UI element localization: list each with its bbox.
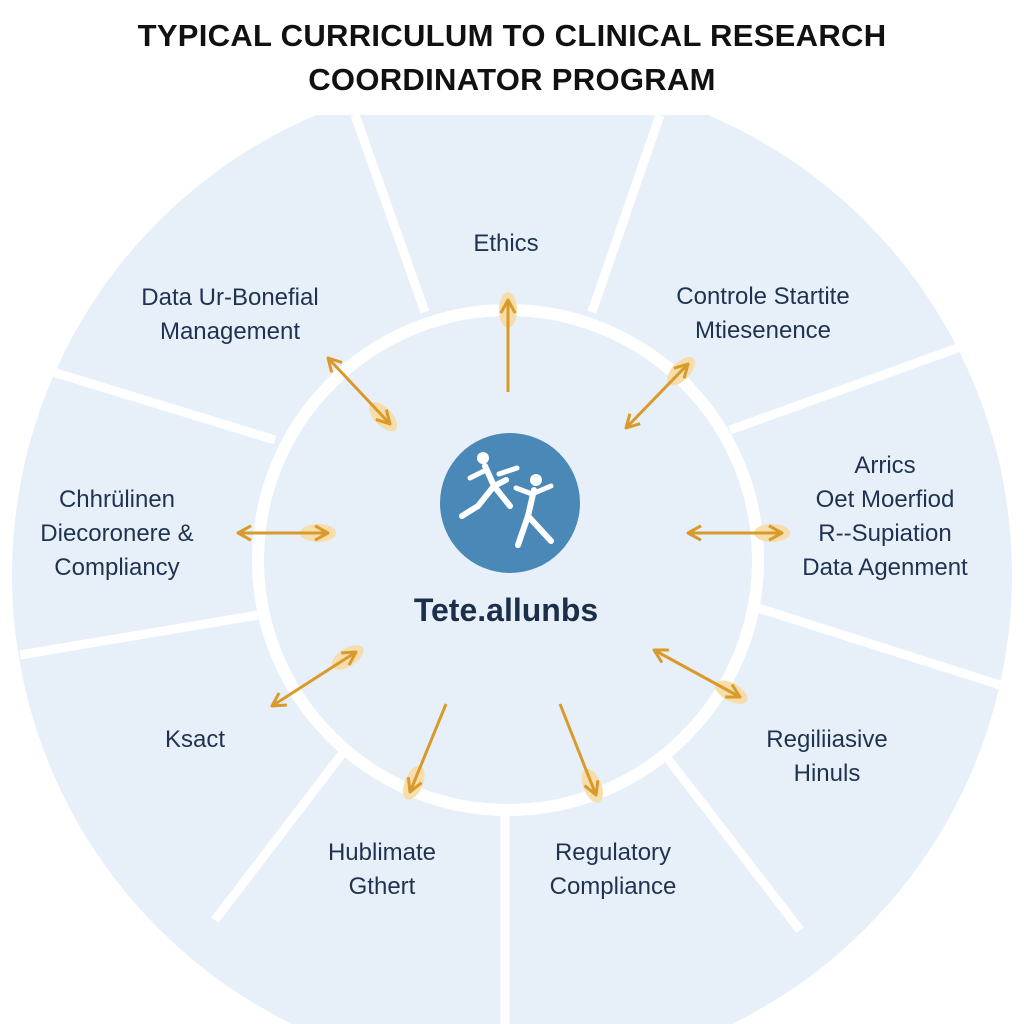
arrow-shaft — [326, 356, 392, 426]
segment-label-line: Chhrülinen — [59, 486, 175, 513]
segment-label-kract: Ksact — [165, 726, 225, 753]
arrow-head — [768, 524, 784, 542]
arrow-head — [375, 409, 392, 426]
arrow-head — [341, 650, 358, 666]
segment-divider — [28, 360, 277, 445]
connector-arrow — [326, 356, 398, 432]
arrow-shaft — [408, 703, 448, 793]
arrow-shaft — [653, 648, 741, 699]
segment-label-ethics: Ethics — [473, 230, 538, 257]
arrow-head — [673, 362, 690, 379]
segment-label-line: Regulatory — [555, 839, 671, 866]
segment-divider — [661, 752, 804, 933]
connector-arrow — [236, 524, 336, 542]
segment-label-line: Compliancy — [54, 554, 179, 581]
arrow-head — [499, 298, 517, 314]
connector-arrow — [624, 356, 696, 430]
people-icon — [459, 452, 554, 548]
arrow-head — [686, 524, 702, 542]
segment-label-line: Gthert — [349, 873, 416, 900]
segment-label-line: Compliance — [550, 873, 677, 900]
segment-divider — [211, 747, 349, 923]
arrow-head — [725, 683, 742, 699]
connector-arrow — [652, 648, 748, 704]
segment-divider — [19, 610, 259, 660]
segment-label-line: Hublimate — [328, 839, 436, 866]
connector-arrow — [270, 645, 364, 708]
segment-label-line: Ethics — [473, 230, 538, 257]
connector-arrow — [686, 524, 790, 542]
title-line-1: TYPICAL CURRICULUM TO CLINICAL RESEARCH — [137, 18, 887, 53]
segment-label-line: Oet Moerfiod — [816, 486, 955, 513]
connector-arrow — [499, 292, 517, 392]
arrow-head — [314, 524, 330, 542]
segment-label-line: R--Supiation — [818, 520, 951, 547]
title-line-2: COORDINATOR PROGRAM — [308, 62, 716, 97]
segment-divider — [587, 113, 665, 314]
arrow-head — [583, 780, 600, 797]
segment-label-line: Arrics — [854, 452, 915, 479]
segment-divider — [350, 113, 430, 314]
arrow-head — [624, 413, 641, 430]
segment-label-line: Data Ur-Bonefial — [141, 284, 318, 311]
segment-label-line: Regiliiasive — [766, 726, 887, 753]
segment-label-line: Ksact — [165, 726, 225, 753]
segment-divider — [728, 335, 982, 435]
segment-label-line: Mtiesenence — [695, 317, 831, 344]
arrow-shaft — [558, 703, 598, 796]
segment-divider — [756, 603, 1002, 690]
connector-arrow — [403, 703, 448, 800]
segment-label-line: Data Agenment — [802, 554, 968, 581]
hub: Tete.allunbs — [414, 433, 598, 628]
arrow-head — [326, 356, 343, 373]
segment-label-line: Controle Startite — [676, 283, 849, 310]
arrow-head — [652, 648, 669, 664]
arrow-shaft — [271, 650, 357, 708]
connector-arrow — [558, 703, 603, 803]
arrow-head — [236, 524, 252, 542]
arrow-head — [406, 777, 423, 794]
arrow-shaft — [624, 362, 690, 430]
hub-label: Tete.allunbs — [414, 592, 598, 628]
segment-label-line: Management — [160, 318, 300, 345]
arrow-head — [270, 692, 287, 708]
segment-label-line: Diecoronere & — [40, 520, 193, 547]
segment-label-line: Hinuls — [794, 760, 861, 787]
